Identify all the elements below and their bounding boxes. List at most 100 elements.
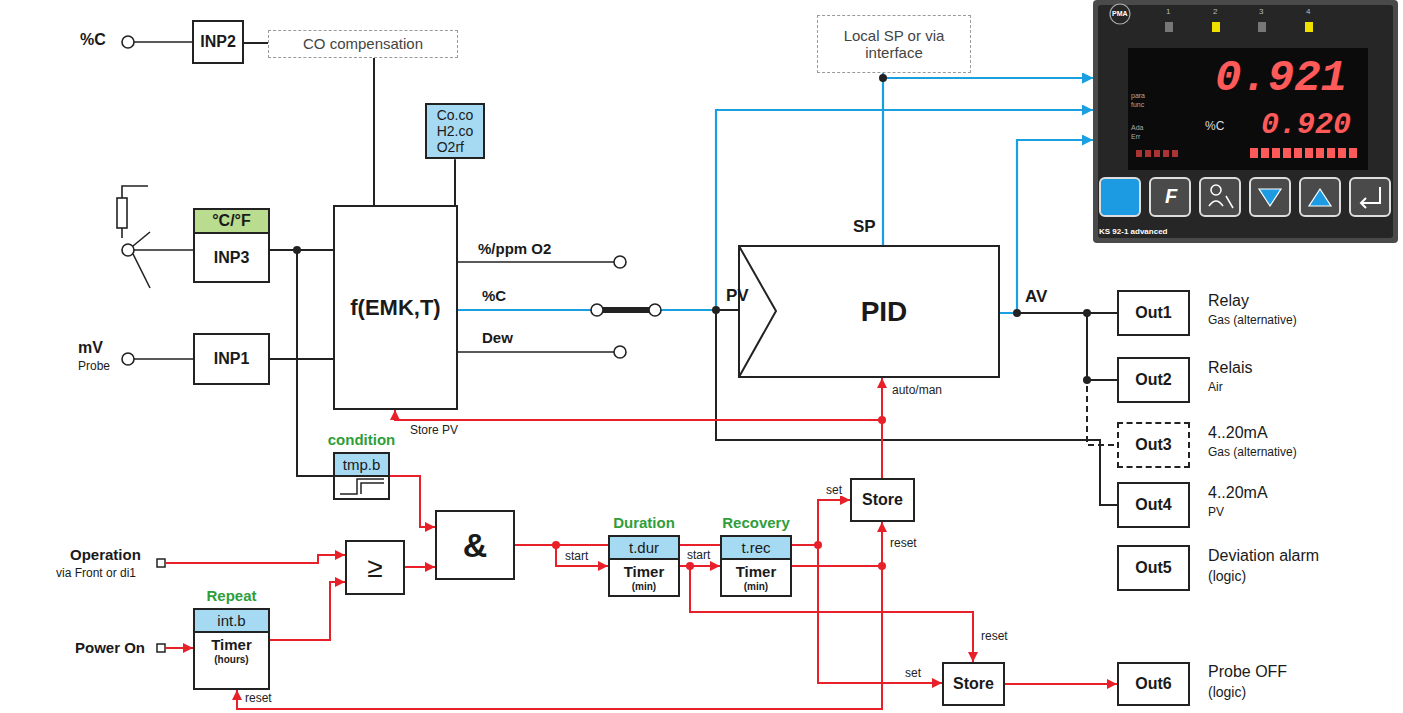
display-connector bbox=[1000, 140, 1093, 313]
switch-contact bbox=[649, 304, 661, 316]
parameter-name: t.rec bbox=[722, 537, 790, 560]
display-text: KS 92-1 advanced bbox=[1099, 228, 1167, 236]
box-label: Out4 bbox=[1135, 496, 1171, 514]
box-label: INP1 bbox=[214, 350, 250, 368]
display-text: 0.920 bbox=[1261, 110, 1351, 140]
junction-dot bbox=[879, 74, 887, 82]
signal-label: mV bbox=[78, 339, 103, 357]
switch-lever bbox=[600, 307, 652, 313]
bar-graph bbox=[1136, 148, 1357, 158]
output-description: Relais bbox=[1208, 359, 1252, 377]
connector-label: reset bbox=[888, 537, 919, 549]
input-box: °C/°FINP3 bbox=[193, 208, 270, 283]
output-box: Out3 bbox=[1117, 422, 1190, 468]
output-description: Deviation alarm bbox=[1208, 547, 1319, 565]
condition-block: conditiontmp.b bbox=[333, 452, 390, 500]
box-label: Local SP or via interface bbox=[824, 27, 964, 62]
connector-label: start bbox=[563, 550, 590, 562]
output-description: Relay bbox=[1208, 292, 1249, 310]
button bbox=[1150, 178, 1190, 216]
display-connector bbox=[458, 110, 1093, 310]
connector-label: set bbox=[903, 667, 923, 679]
input-wire bbox=[134, 249, 193, 251]
button bbox=[1250, 178, 1290, 216]
box-label: f(EMK,T) bbox=[350, 295, 440, 321]
output-description: (logic) bbox=[1208, 569, 1246, 584]
junction-dot bbox=[686, 562, 694, 570]
bar-segment bbox=[1305, 148, 1313, 158]
status-led bbox=[1212, 22, 1220, 32]
signal-label: SP bbox=[853, 218, 876, 237]
parameter-box: Co.co H2.co O2rf bbox=[425, 103, 485, 159]
signal-connector bbox=[458, 310, 1117, 505]
output-description: Probe OFF bbox=[1208, 663, 1287, 681]
logic-connector bbox=[405, 566, 435, 568]
output-description: 4..20mA bbox=[1208, 484, 1268, 502]
bar-segment bbox=[1338, 148, 1346, 158]
connector-label: reset bbox=[979, 630, 1010, 642]
block-type: Timer bbox=[624, 563, 665, 580]
input-terminal bbox=[122, 244, 134, 256]
box-label: Out3 bbox=[1135, 436, 1171, 454]
input-wire bbox=[134, 358, 193, 360]
bar-segment bbox=[1327, 148, 1335, 158]
display-text: func bbox=[1131, 101, 1144, 108]
logic-connector bbox=[395, 410, 882, 478]
box-label: PID bbox=[831, 296, 908, 328]
selector-switch bbox=[458, 256, 661, 358]
input-terminal bbox=[157, 559, 165, 567]
block-type: Timer bbox=[736, 563, 777, 580]
button-icon bbox=[1309, 189, 1331, 206]
logic-inputs bbox=[157, 555, 345, 652]
thermocouple-symbol bbox=[133, 232, 150, 246]
resistor-symbol bbox=[117, 198, 127, 228]
unit-label: °C/°F bbox=[195, 210, 268, 234]
box-label: Out6 bbox=[1135, 675, 1171, 693]
signal-label: Operation bbox=[70, 547, 141, 564]
display-text: 2 bbox=[1213, 8, 1217, 16]
block-type: Timer bbox=[211, 636, 252, 653]
box-label: INP2 bbox=[200, 33, 236, 51]
junction-dot bbox=[1083, 309, 1091, 317]
box-label: CO compensation bbox=[303, 35, 423, 52]
threshold-symbol bbox=[340, 479, 384, 494]
junction-dot bbox=[878, 416, 886, 424]
junction-dots bbox=[293, 74, 1091, 570]
input-wire bbox=[134, 41, 192, 43]
output-box: Out1 bbox=[1117, 290, 1190, 336]
brand-logo bbox=[1110, 4, 1130, 24]
bar-segment bbox=[1283, 148, 1291, 158]
signal-connector bbox=[270, 250, 333, 476]
and-gate: & bbox=[435, 510, 515, 580]
device-front bbox=[1098, 5, 1393, 238]
bar-segment bbox=[1261, 148, 1269, 158]
controller-device bbox=[1093, 0, 1398, 243]
block-heading: Recovery bbox=[722, 514, 790, 531]
bar-segment bbox=[1163, 150, 1169, 157]
signal-label: Dew bbox=[482, 330, 513, 347]
display-text: 4 bbox=[1306, 8, 1310, 16]
logic-connector bbox=[515, 500, 850, 545]
button bbox=[1350, 178, 1390, 216]
switch-contact bbox=[614, 346, 626, 358]
output-box: Out5 bbox=[1117, 545, 1190, 591]
logic-connector bbox=[390, 476, 435, 527]
store-block: Store bbox=[942, 662, 1005, 706]
block-heading: condition bbox=[328, 431, 396, 448]
box-label: & bbox=[463, 526, 488, 565]
output-description: Gas (alternative) bbox=[1208, 446, 1297, 459]
logic-connector bbox=[270, 582, 345, 640]
unit-label: (min) bbox=[632, 581, 656, 592]
box-label: Out2 bbox=[1135, 371, 1171, 389]
display-text: 3 bbox=[1259, 8, 1263, 16]
input-terminal bbox=[157, 644, 165, 652]
amplifier-triangle bbox=[739, 246, 776, 377]
bar-segment bbox=[1349, 148, 1357, 158]
display-text: 1 bbox=[1166, 8, 1170, 16]
connector-label: set bbox=[824, 484, 844, 496]
timer-block: Durationt.durTimer(min) bbox=[608, 535, 680, 597]
device-bezel bbox=[1093, 0, 1398, 243]
signal-label: PV bbox=[726, 287, 749, 306]
bar-segment bbox=[1172, 150, 1178, 157]
logic-connector bbox=[1005, 683, 1117, 685]
